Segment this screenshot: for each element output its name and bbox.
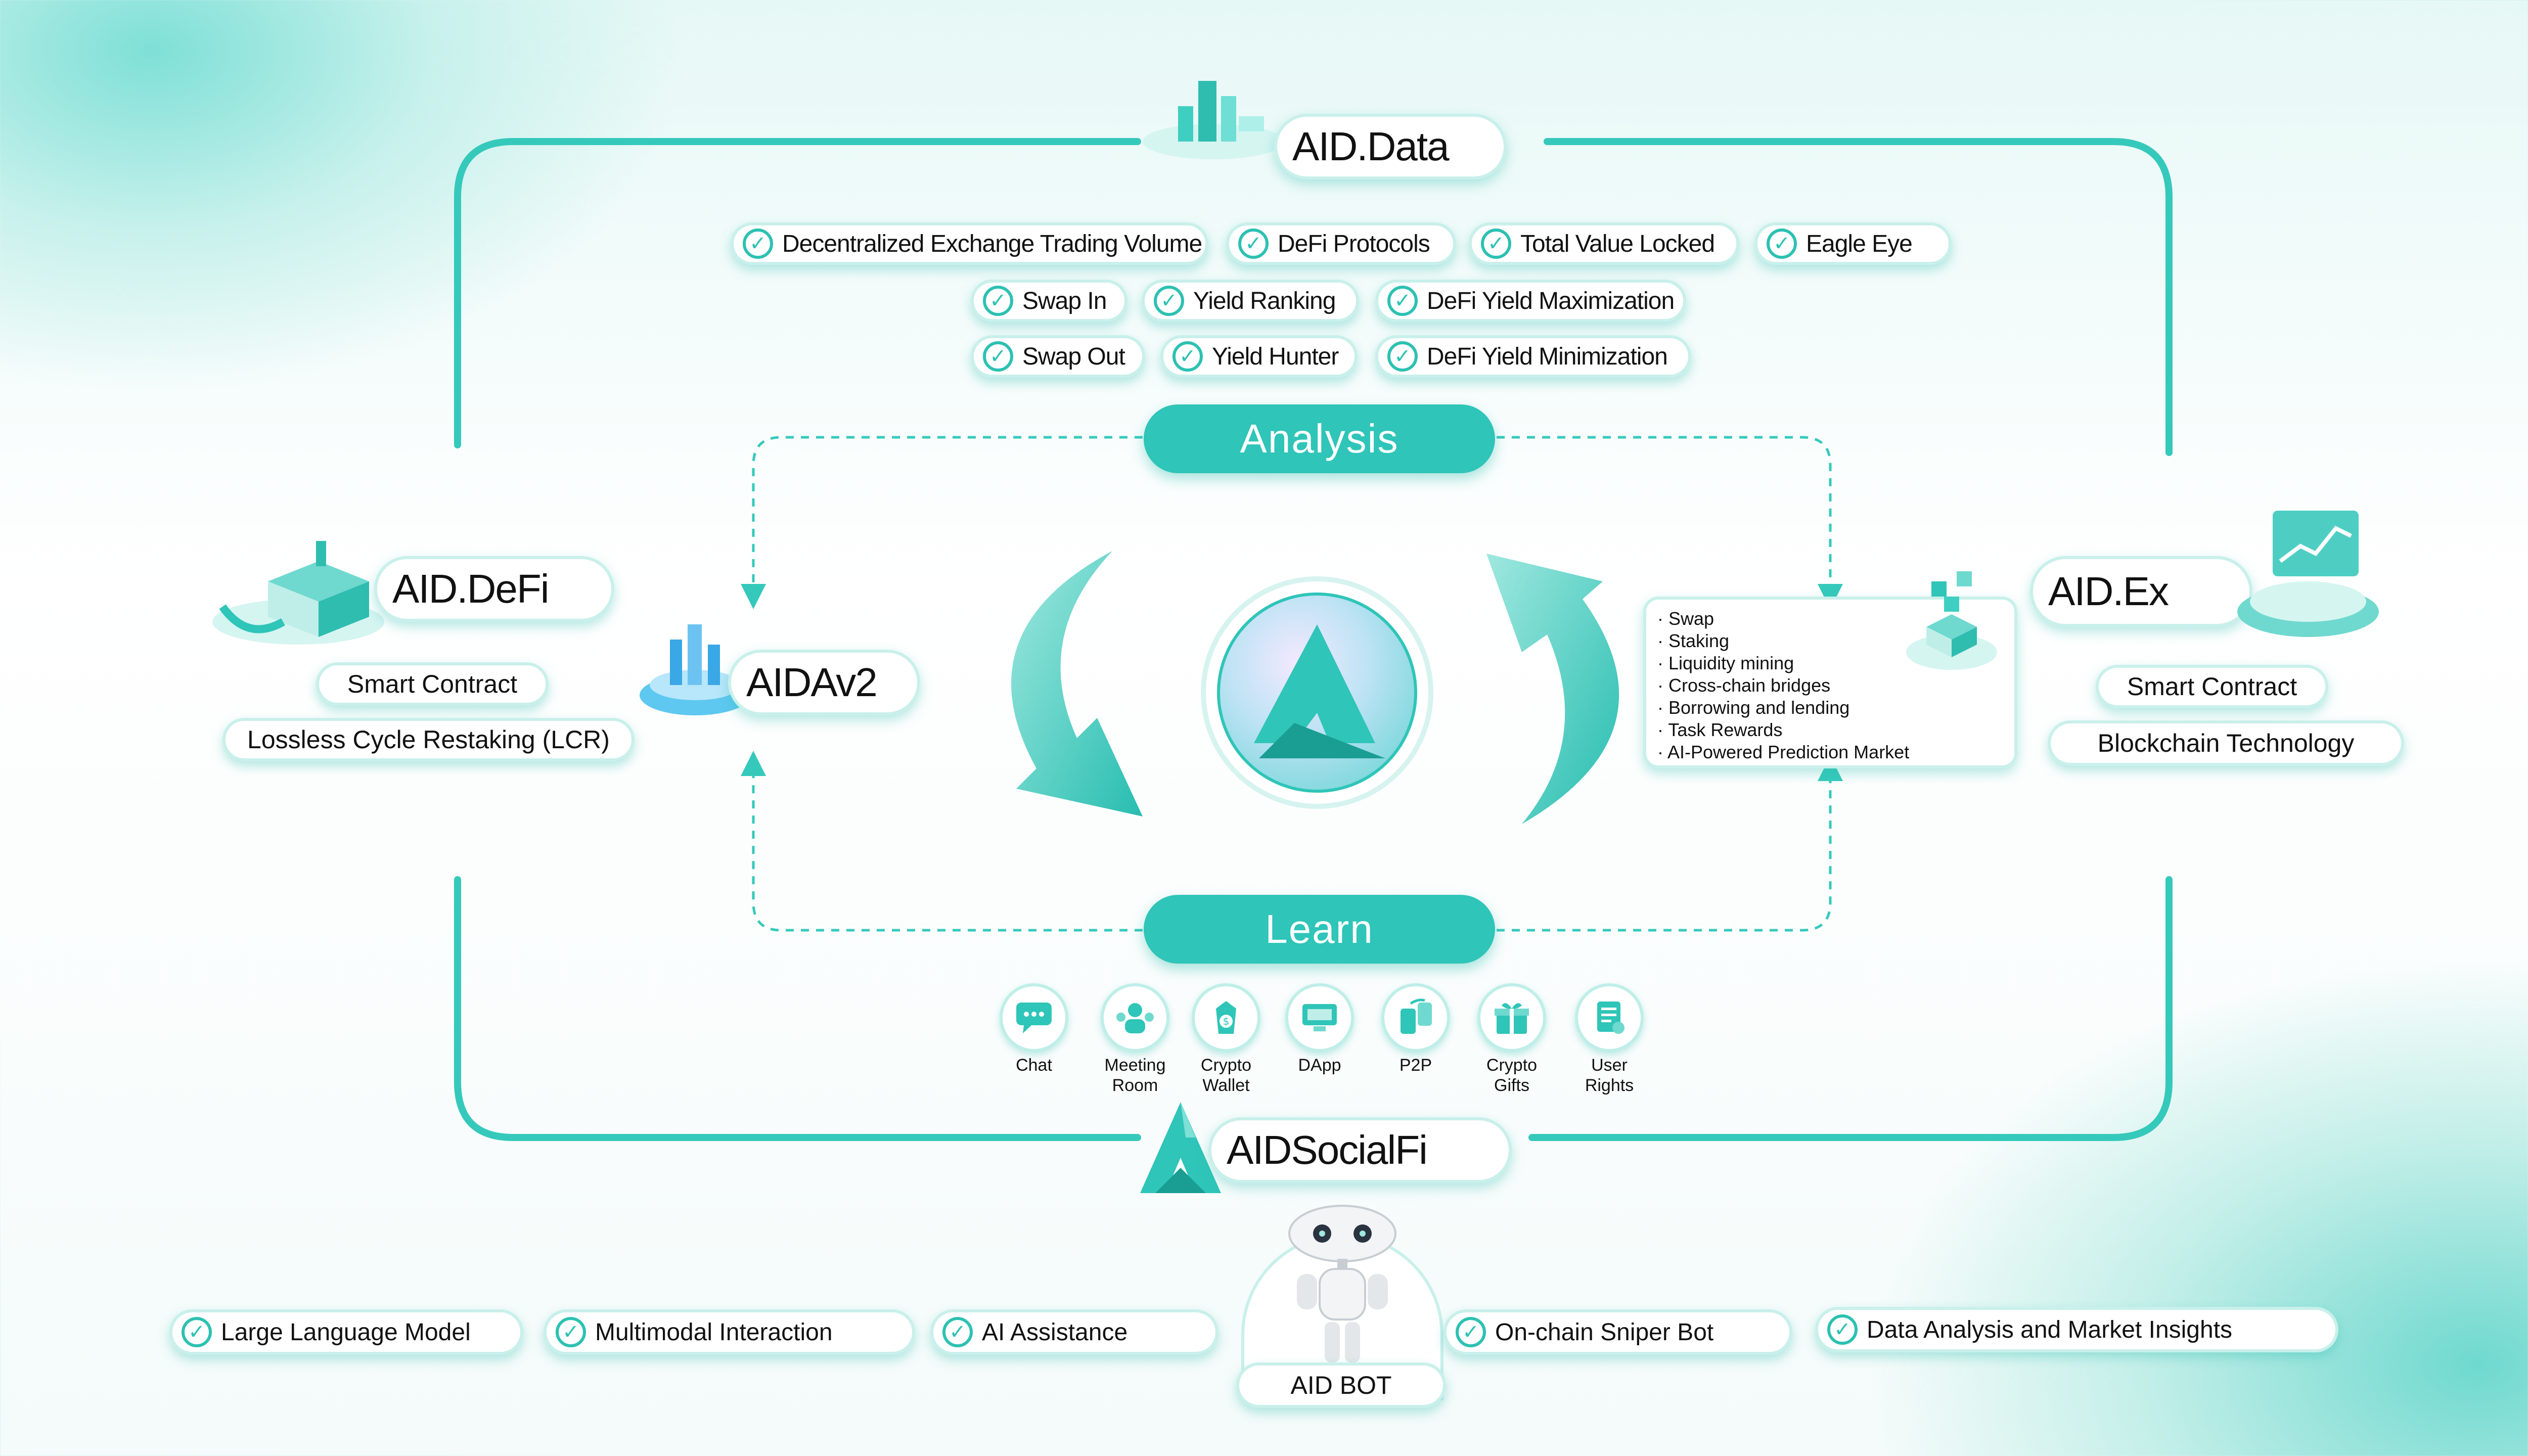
check-icon: ✓ [1154,286,1184,316]
aid-defi-title-text: AID.DeFi [392,566,549,611]
inner-dashed-loop [741,436,1843,932]
aidav2-title-text: AIDAv2 [746,660,878,705]
check-icon: ✓ [1456,1317,1486,1347]
feature-llm[interactable]: ✓Large Language Model [169,1309,523,1355]
check-icon: ✓ [1767,229,1797,259]
learn-item-label: P2P [1399,1056,1432,1075]
data-tag[interactable]: ✓DeFi Yield Minimization [1375,335,1691,378]
learn-item-crypto-gifts[interactable]: Crypto Gifts [1471,983,1552,1096]
cycle-arrows [1011,551,1619,824]
data-tag[interactable]: ✓Swap In [971,280,1127,322]
check-icon: ✓ [556,1317,586,1347]
check-icon: ✓ [942,1317,973,1347]
ex-feature-item: · Liquidity mining [1657,653,1794,673]
check-icon: ✓ [1481,229,1511,259]
defi-tag-smart-contract[interactable]: Smart Contract [316,662,549,706]
data-chart-icon [1143,81,1284,159]
learn-item-user-rights[interactable]: User Rights [1569,983,1650,1096]
ex-tag-blockchain[interactable]: Blockchain Technology [2048,720,2404,766]
learn-item-dapp[interactable]: DApp [1279,983,1360,1075]
learn-item-crypto-wallet[interactable]: $ Crypto Wallet [1186,983,1267,1096]
check-icon: ✓ [1827,1314,1858,1345]
learn-item-chat[interactable]: Chat [994,983,1074,1075]
robot-icon [1288,1205,1396,1362]
learn-item-meeting-room[interactable]: Meeting Room [1095,983,1176,1096]
crypto-wallet-icon: $ [1192,983,1260,1052]
feature-ai-assistance[interactable]: ✓AI Assistance [930,1309,1218,1355]
ex-tag-smart-contract[interactable]: Smart Contract [2096,665,2328,708]
ex-feature-item: · AI-Powered Prediction Market [1657,742,1910,762]
exchange-screen-icon [2237,511,2379,637]
learn-item-label: DApp [1298,1056,1341,1075]
defi-tag-lcr[interactable]: Lossless Cycle Restaking (LCR) [222,718,635,761]
aid-ex-title-text: AID.Ex [2048,569,2169,614]
learn-item-label: Crypto Wallet [1200,1056,1252,1095]
check-icon: ✓ [182,1317,212,1347]
outer-frame [454,138,2173,1141]
defi-building-icon [212,541,384,645]
user-rights-icon [1575,983,1644,1052]
aid-ex-title[interactable]: AID.Ex [2030,556,2252,627]
center-logo [1201,576,1433,809]
ex-feature-item: · Borrowing and lending [1657,697,1850,718]
data-tag[interactable]: ✓Total Value Locked [1469,222,1739,265]
aidav2-title[interactable]: AIDAv2 [728,650,920,715]
data-tag[interactable]: ✓Eagle Eye [1754,222,1952,265]
ex-feature-item: · Task Rewards [1657,719,1783,740]
check-icon: ✓ [1238,229,1269,259]
aid-bot-label[interactable]: AID BOT [1236,1362,1446,1408]
learn-item-p2p[interactable]: P2P [1375,983,1456,1075]
data-tag[interactable]: ✓Swap Out [971,335,1145,378]
learn-item-label: Meeting Room [1104,1056,1166,1095]
crypto-gifts-icon [1477,983,1546,1052]
learn-item-label: Chat [1016,1056,1052,1075]
data-tag[interactable]: ✓DeFi Protocols [1226,222,1456,265]
blocks-icon [1906,571,1997,670]
learn-item-label: Crypto Gifts [1486,1056,1538,1095]
ex-feature-item: · Staking [1657,630,1730,651]
p2p-icon [1381,983,1450,1052]
feature-data-analysis[interactable]: ✓Data Analysis and Market Insights [1815,1307,2338,1352]
dapp-icon [1285,983,1354,1052]
check-icon: ✓ [743,229,773,259]
chat-icon [1000,983,1068,1052]
feature-sniper-bot[interactable]: ✓On-chain Sniper Bot [1443,1309,1792,1355]
aid-data-title-text: AID.Data [1292,124,1450,169]
feature-multimodal[interactable]: ✓Multimodal Interaction [544,1309,915,1355]
check-icon: ✓ [1172,341,1203,372]
learn-item-label: User Rights [1585,1056,1634,1095]
aid-socialfi-title-text: AIDSocialFi [1227,1127,1428,1172]
check-icon: ✓ [1387,286,1418,316]
data-tag[interactable]: ✓Yield Ranking [1142,280,1359,322]
meeting-room-icon [1101,983,1169,1052]
analysis-pill[interactable]: Analysis [1144,404,1495,473]
aid-defi-title[interactable]: AID.DeFi [374,556,614,622]
data-tag[interactable]: ✓DeFi Yield Maximization [1375,280,1686,322]
svg-text:$: $ [1223,1015,1230,1027]
socialfi-logo-icon [1140,1102,1221,1193]
ex-feature-item: · Cross-chain bridges [1657,675,1831,696]
aid-socialfi-title[interactable]: AIDSocialFi [1208,1117,1512,1183]
learn-pill[interactable]: Learn [1144,895,1495,964]
check-icon: ✓ [983,286,1013,316]
data-tag[interactable]: ✓Yield Hunter [1160,335,1358,378]
aidav2-icon [640,624,751,715]
ex-feature-item: · Swap [1657,608,1714,629]
aid-data-title[interactable]: AID.Data [1274,114,1507,179]
check-icon: ✓ [983,341,1013,372]
data-tag[interactable]: ✓Decentralized Exchange Trading Volume [731,222,1208,265]
check-icon: ✓ [1387,341,1418,372]
